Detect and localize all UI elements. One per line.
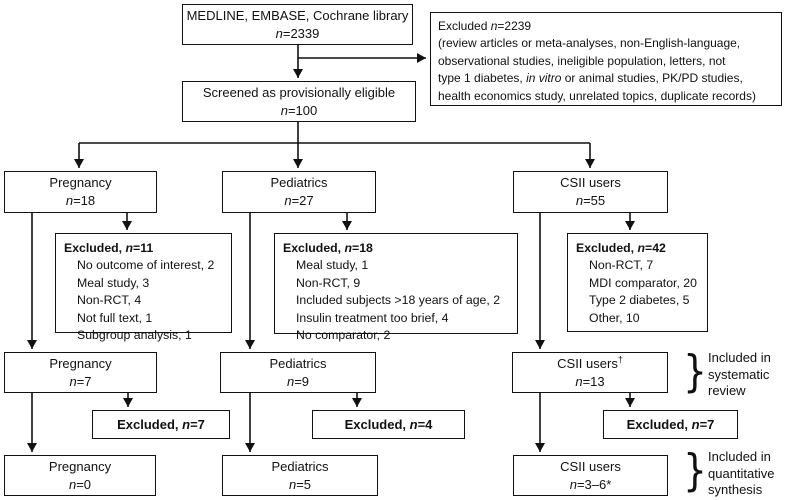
pediatrics-stage3-box: Pediatrics n=5: [222, 455, 378, 496]
pediatrics-excluded-box: Excluded, n=18 Meal study, 1 Non-RCT, 9 …: [274, 233, 518, 342]
box-count: n=5: [288, 476, 312, 492]
excluded-reason: Other, 10: [589, 310, 640, 325]
box-count: n=9: [286, 373, 310, 389]
csii-excluded-box: Excluded, n=42 Non-RCT, 7 MDI comparator…: [567, 233, 708, 332]
pregnancy-stage3-box: Pregnancy n=0: [4, 455, 156, 496]
pregnancy-excluded-box: Excluded, n=11 No outcome of interest, 2…: [55, 233, 232, 342]
csii-stage2-box: CSII users† n=13: [512, 352, 668, 393]
excluded-reason: Type 2 diabetes, 5: [589, 293, 690, 308]
excluded-reason: Meal study, 1: [296, 258, 369, 273]
systematic-review-annotation: Included in systematic review: [708, 350, 771, 398]
excluded-reason: Non-RCT, 7: [589, 258, 654, 273]
box-title: CSII users: [560, 175, 621, 191]
pediatrics-stage1-box: Pediatrics n=27: [222, 171, 376, 213]
excluded-reason: Subgroup analysis, 1: [77, 328, 192, 343]
box-count: n=18: [65, 193, 96, 208]
excluded-reason-line: health economics study, unrelated topics…: [438, 88, 756, 103]
box-title: Pregnancy: [49, 355, 112, 371]
excluded-reason: No comparator, 2: [296, 328, 391, 343]
csii-excluded2-box: Excluded, n=7: [603, 410, 738, 439]
box-count: n=2339: [275, 25, 320, 41]
excluded-reason-line: observational studies, ineligible popula…: [438, 53, 726, 68]
excluded-header: Excluded, n=11: [64, 241, 154, 255]
csii-stage1-box: CSII users n=55: [513, 171, 668, 213]
box-count: n=7: [69, 373, 92, 389]
pediatrics-excluded2-box: Excluded, n=4: [312, 410, 465, 439]
excluded-reason: Non-RCT, 9: [296, 275, 361, 290]
excluded-reason: Non-RCT, 4: [77, 293, 142, 308]
csii-stage3-box: CSII users n=3–6*: [513, 455, 668, 496]
excluded-header: Excluded n=2239: [438, 19, 532, 33]
excluded-reason-line: type 1 diabetes, in vitro or animal stud…: [438, 71, 743, 86]
excluded-reason: Not full text, 1: [77, 310, 153, 325]
excluded-header: Excluded, n=42: [576, 241, 666, 255]
box-title: CSII users: [560, 458, 621, 474]
box-count: n=3–6*: [569, 476, 612, 492]
box-title: Pediatrics: [270, 175, 328, 191]
box-count: n=55: [575, 193, 606, 208]
excluded-header: Excluded, n=4: [344, 416, 433, 432]
box-title: Pregnancy: [49, 175, 112, 191]
pregnancy-stage2-box: Pregnancy n=7: [4, 352, 157, 393]
box-title: CSII users†: [557, 354, 623, 371]
excluded-reason: Meal study, 3: [77, 275, 150, 290]
box-count: n=13: [575, 373, 605, 389]
box-count: n=100: [280, 102, 318, 118]
box-title: Pediatrics: [271, 458, 329, 474]
screened-box: Screened as provisionally eligible n=100: [182, 81, 416, 122]
excluded-header: Excluded, n=7: [626, 416, 715, 432]
excluded-reason: MDI comparator, 20: [589, 275, 697, 290]
box-title: Pregnancy: [48, 458, 112, 474]
excluded-reason: No outcome of interest, 2: [77, 258, 215, 273]
excluded-reason-line: (review articles or meta-analyses, non-E…: [438, 36, 741, 51]
box-title: MEDLINE, EMBASE, Cochrane library: [186, 7, 409, 23]
brace-icon: }: [683, 346, 707, 397]
brace-icon: }: [683, 445, 707, 496]
excluded-header: Excluded, n=18: [283, 241, 373, 255]
quantitative-synthesis-annotation: Included in quantitative synthesis: [708, 449, 775, 497]
excluded-reason: Insulin treatment too brief, 4: [296, 310, 449, 325]
pregnancy-stage1-box: Pregnancy n=18: [4, 171, 157, 213]
box-title: Screened as provisionally eligible: [202, 84, 396, 100]
overall-excluded-box: Excluded n=2239 (review articles or meta…: [430, 12, 782, 106]
box-count: n=27: [284, 193, 314, 208]
box-count: n=0: [68, 476, 92, 492]
excluded-reason: Included subjects >18 years of age, 2: [296, 293, 501, 308]
excluded-header: Excluded, n=7: [117, 416, 205, 432]
pregnancy-excluded2-box: Excluded, n=7: [92, 410, 230, 439]
box-title: Pediatrics: [269, 355, 327, 371]
pediatrics-stage2-box: Pediatrics n=9: [220, 352, 376, 393]
database-source-box: MEDLINE, EMBASE, Cochrane library n=2339: [182, 4, 413, 45]
